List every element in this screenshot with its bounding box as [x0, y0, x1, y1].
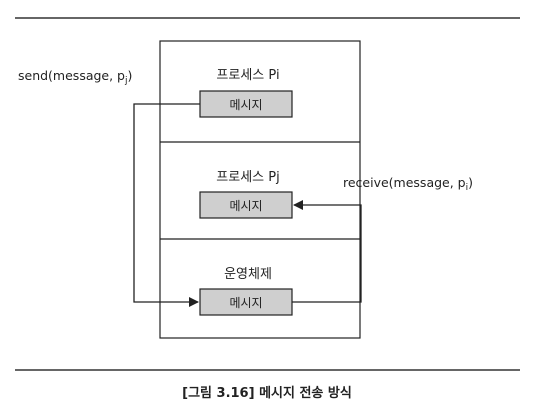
receive-label: receive(message, pi) [343, 175, 473, 193]
message-label-pj: 메시지 [229, 199, 262, 213]
os-title: 운영체제 [224, 267, 272, 282]
send-arrow [133, 103, 200, 307]
process-pj-title: 프로세스 Pj [216, 170, 279, 185]
message-box-pi [199, 90, 293, 118]
message-box-pj [199, 191, 293, 219]
send-label: send(message, pj) [18, 68, 132, 86]
message-label-os: 메시지 [229, 296, 262, 310]
message-label-pi: 메시지 [229, 98, 262, 112]
figure-caption: [그림 3.16] 메시지 전송 방식 [182, 385, 352, 401]
system-frame [159, 40, 361, 339]
process-pi-title: 프로세스 Pi [216, 68, 279, 83]
receive-arrow [292, 200, 362, 303]
